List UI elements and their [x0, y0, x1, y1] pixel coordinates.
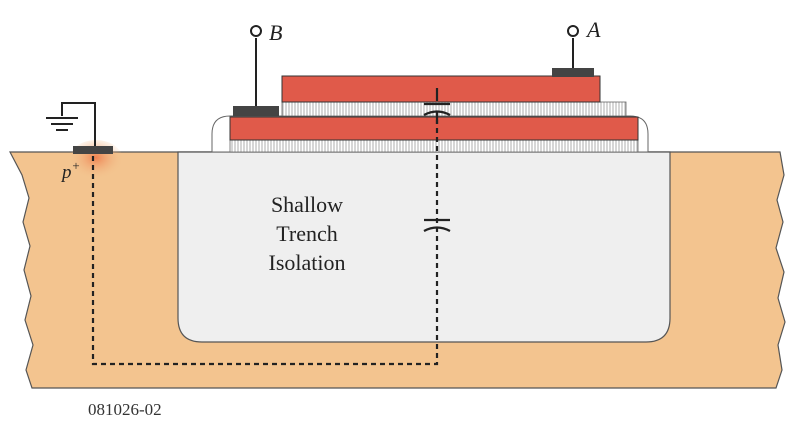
- upper-dielectric-layer: [281, 101, 627, 117]
- contact-pad-a: [552, 68, 594, 77]
- ground-wire: [61, 102, 96, 146]
- shallow-trench-isolation: [177, 151, 671, 343]
- terminal-a-label: A: [585, 17, 601, 42]
- contact-pad-b: [233, 106, 279, 116]
- terminal-a-node: [567, 25, 579, 37]
- sti-label-line1: Shallow: [271, 192, 343, 217]
- lower-dielectric-layer: [229, 139, 639, 153]
- parasitic-path-dashed: [91, 120, 439, 366]
- ground-icon: [46, 117, 78, 131]
- sti-label-line3: Isolation: [269, 250, 346, 275]
- sti-label-line2: Trench: [276, 221, 338, 246]
- poly-capacitor-icon: [423, 88, 451, 124]
- figure-id: 081026-02: [88, 400, 162, 419]
- terminal-b-label: B: [269, 20, 282, 45]
- contact-pad-p-plus: [73, 146, 113, 154]
- upper-poly-plate: [281, 75, 601, 103]
- lower-poly-plate: [229, 116, 639, 141]
- sti-capacitor-icon: [423, 218, 451, 232]
- terminal-b-node: [250, 25, 262, 37]
- p-plus-label: p+: [60, 158, 80, 183]
